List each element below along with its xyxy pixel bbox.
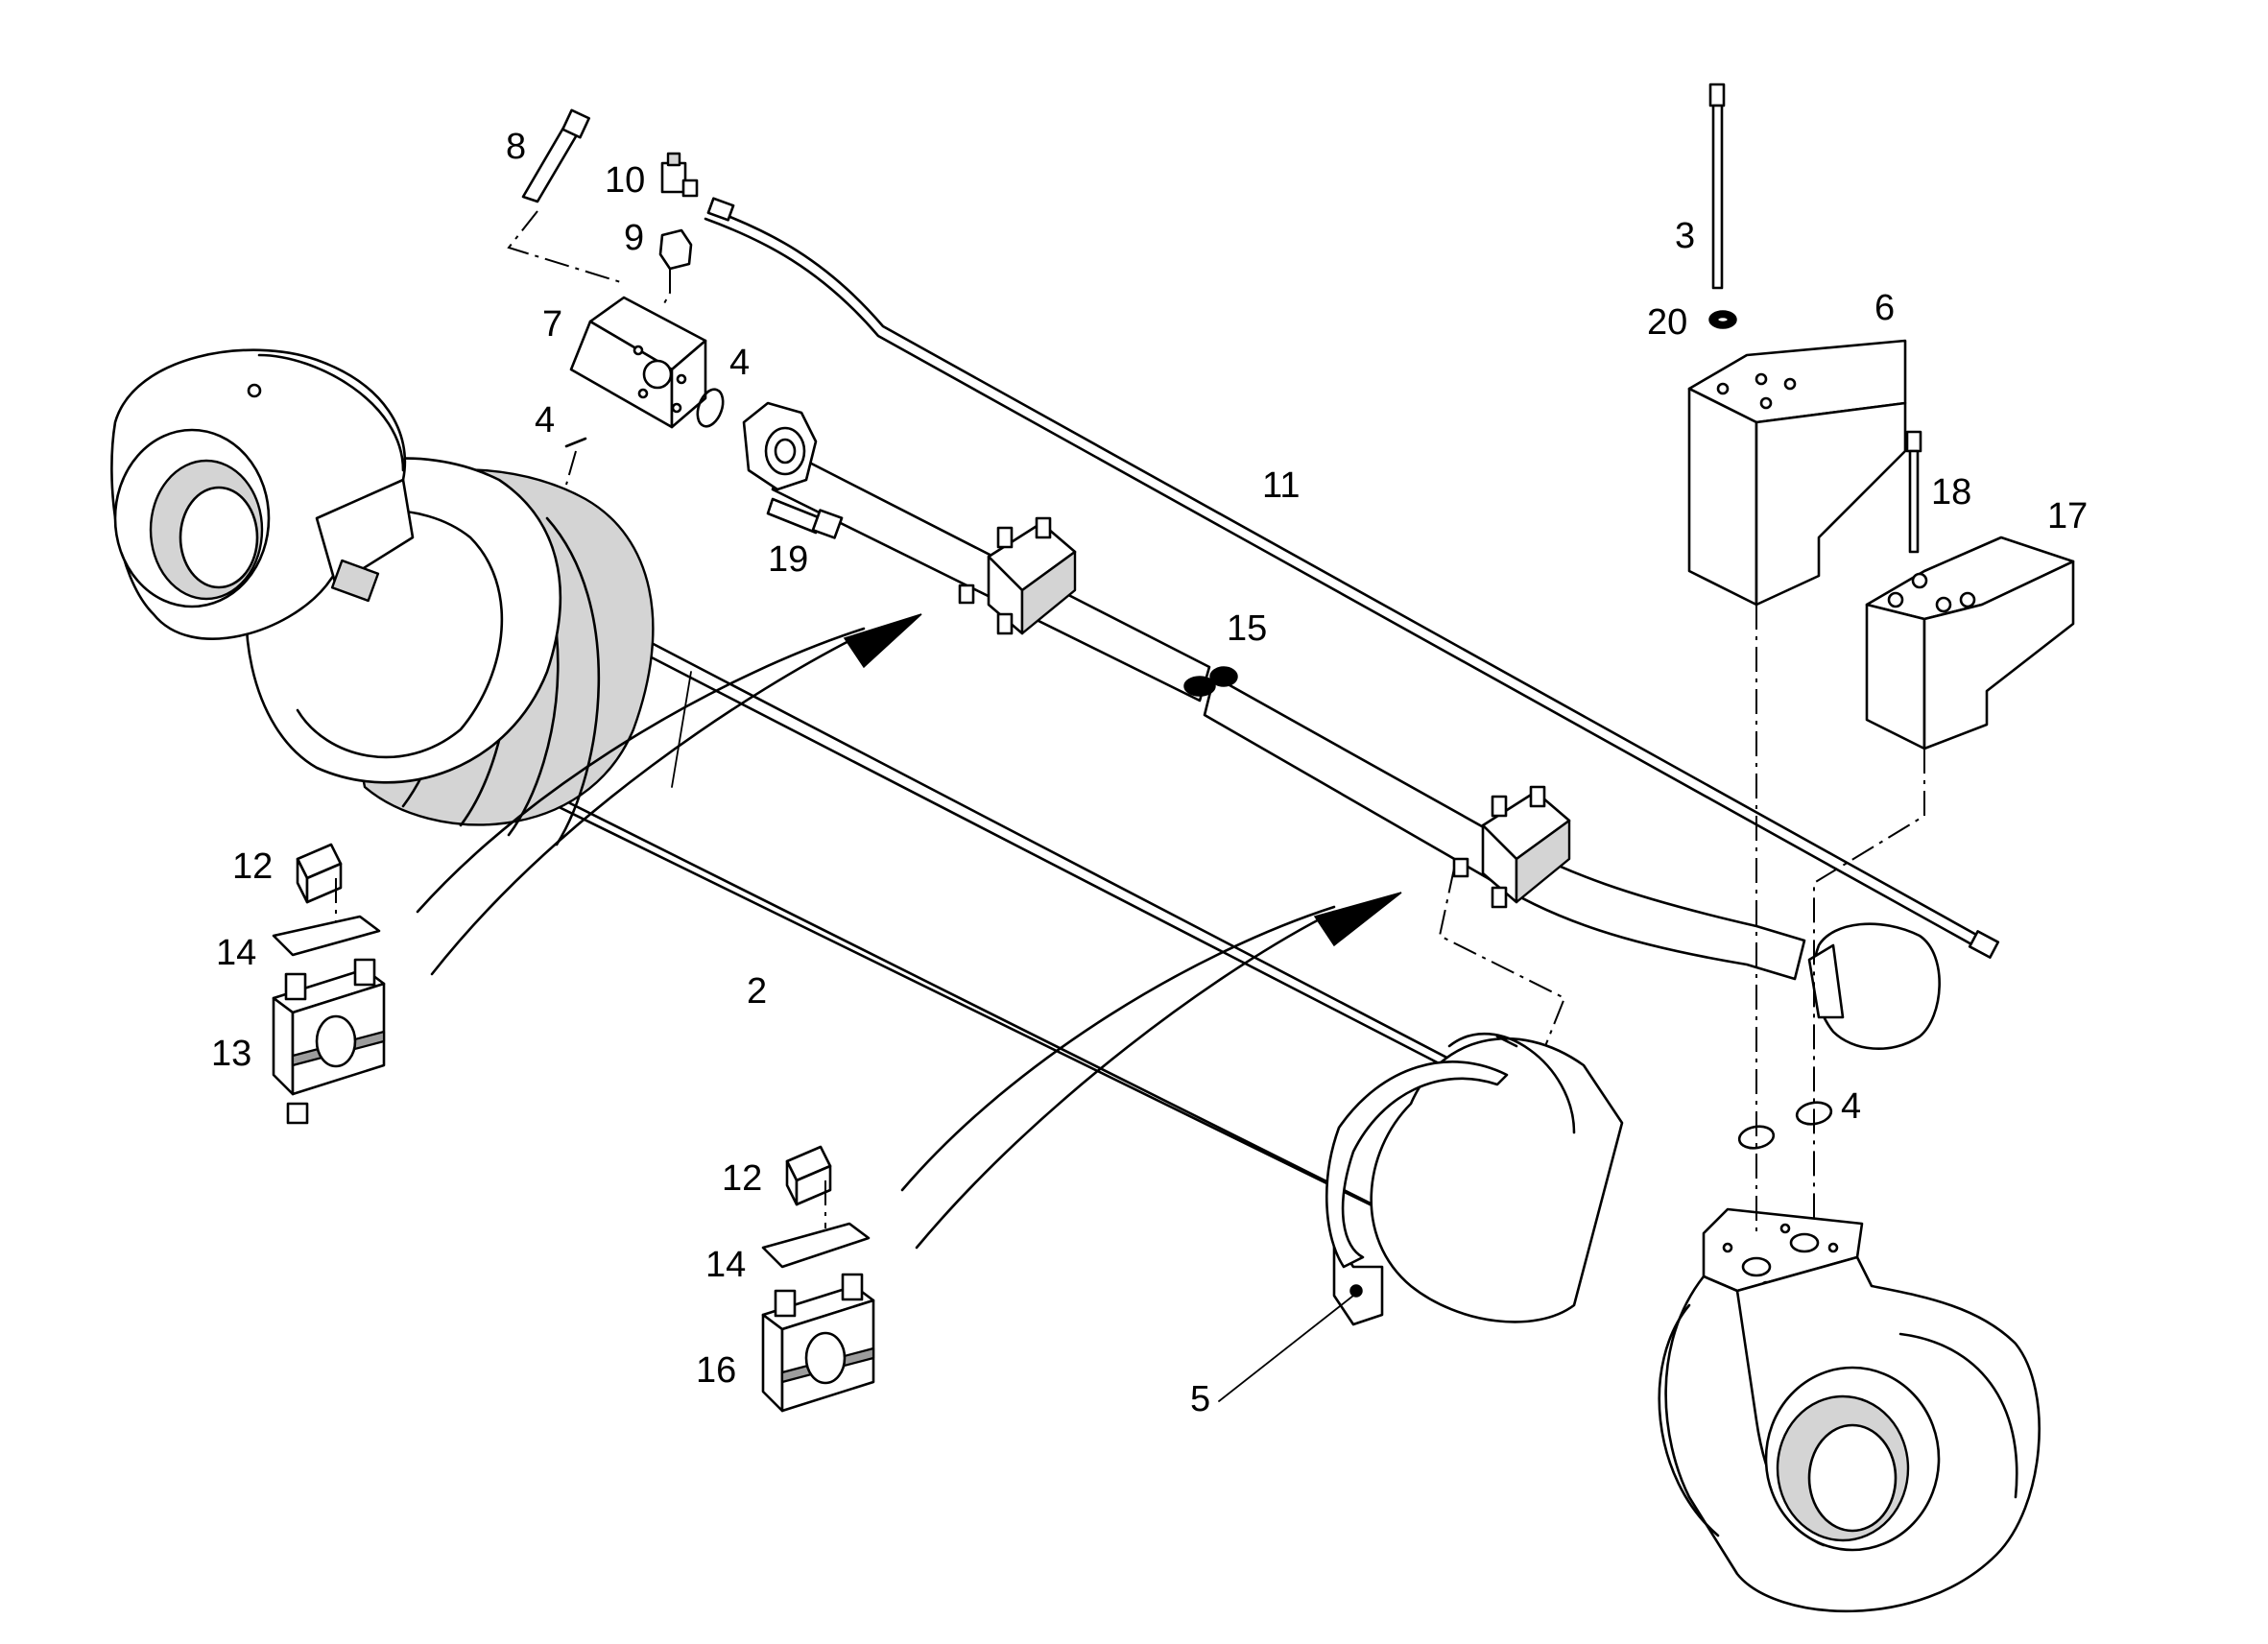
callout-12-lower: 12	[722, 1158, 762, 1199]
callout-18: 18	[1931, 472, 1971, 512]
callout-6: 6	[1874, 288, 1895, 328]
o-rings-4-right	[1737, 1101, 1833, 1150]
pipe-clamp-lower	[1452, 785, 1571, 909]
callout-20: 20	[1647, 302, 1687, 343]
callout-13: 13	[211, 1034, 251, 1074]
clamp-set-16	[761, 1145, 875, 1413]
callout-4-right: 4	[1841, 1086, 1861, 1127]
callout-labels: 8 10 9 7 4 4 19 11 15 3 20 6 18 17 12 14…	[211, 127, 2088, 1419]
fitting-9	[658, 228, 693, 271]
detail-arrow-upper	[416, 613, 922, 976]
callout-4-seal: 4	[535, 400, 555, 441]
callout-11: 11	[1262, 465, 1300, 506]
cylinder-end-right	[1325, 1033, 2041, 1613]
callout-9: 9	[624, 218, 644, 258]
block-17	[1865, 536, 2075, 751]
callout-10: 10	[605, 160, 645, 201]
o-ring-4-upper	[564, 388, 725, 448]
bolt-3	[1708, 83, 1726, 290]
valve-block	[569, 296, 707, 429]
rod-eye-left	[110, 348, 415, 640]
callout-8: 8	[506, 127, 526, 167]
callout-15: 15	[1227, 608, 1267, 649]
callout-7: 7	[542, 304, 562, 345]
screw-19	[766, 497, 844, 539]
callout-12-upper: 12	[232, 846, 273, 887]
callout-16: 16	[696, 1350, 736, 1391]
clamp-set-13	[272, 843, 386, 1125]
elbow-fitting-10	[660, 152, 699, 198]
detail-arrow-lower	[900, 892, 1402, 1250]
washer-20	[1708, 310, 1737, 329]
callout-19: 19	[768, 539, 808, 580]
callout-14-lower: 14	[705, 1245, 746, 1285]
cylinder-barrel	[245, 457, 1538, 1269]
callout-2: 2	[747, 971, 767, 1012]
callout-14-upper: 14	[216, 933, 256, 973]
screw-8	[521, 108, 591, 203]
leader-lines	[1218, 1295, 1354, 1402]
block-6	[1687, 339, 1907, 607]
assembly-lines	[335, 210, 1925, 1238]
callout-17: 17	[2047, 496, 2088, 536]
sensor-rod	[704, 197, 2000, 959]
pipe-clamp-upper	[958, 516, 1077, 635]
callout-4-oring: 4	[729, 343, 750, 383]
bolt-18	[1905, 430, 1922, 554]
callout-3: 3	[1675, 216, 1695, 256]
callout-5: 5	[1190, 1379, 1210, 1419]
